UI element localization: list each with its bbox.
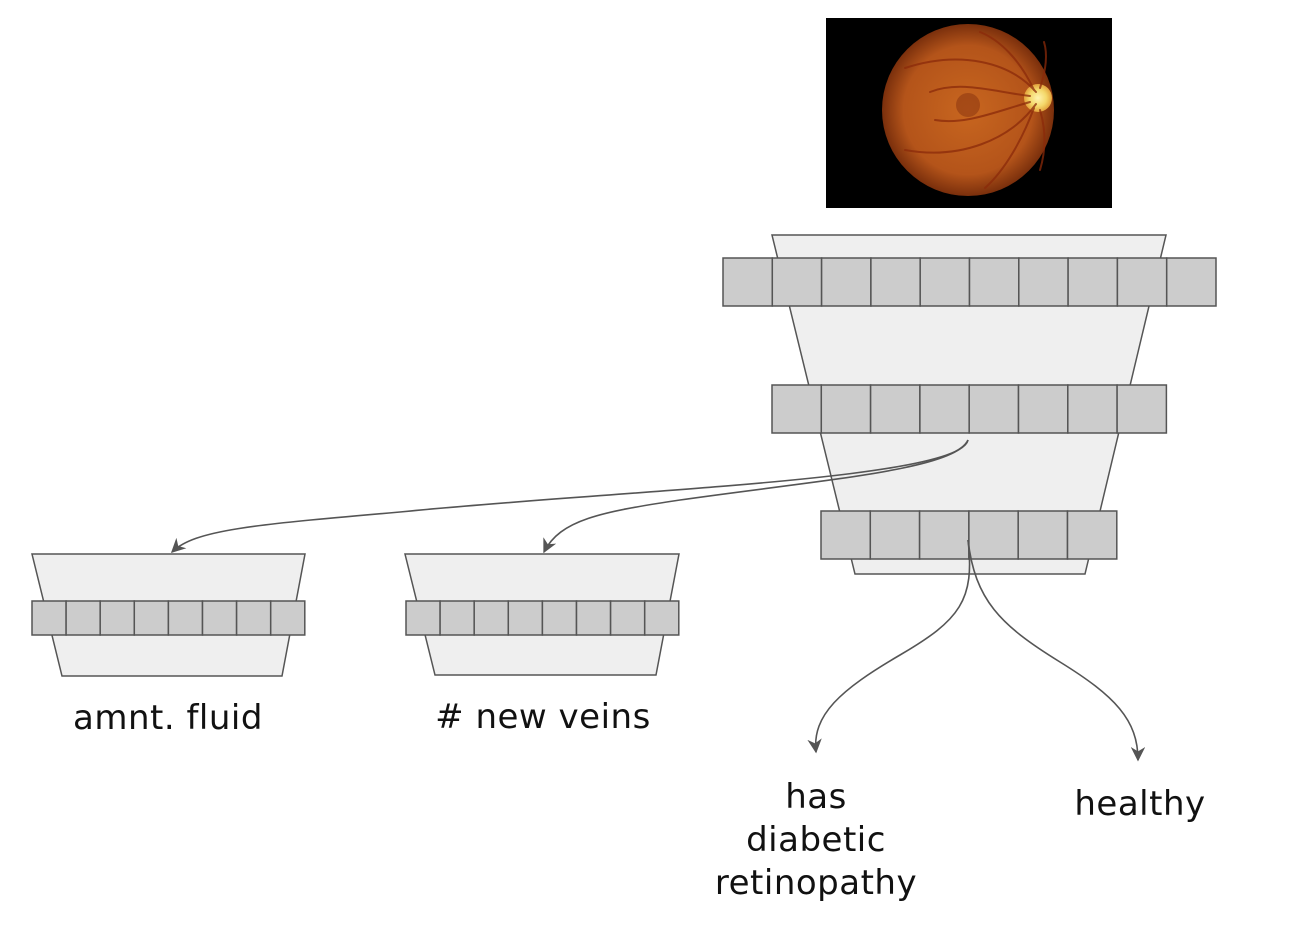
main-layer-3-cell-1 bbox=[820, 510, 872, 560]
main-layer-3 bbox=[820, 510, 1118, 560]
main-layer-1 bbox=[722, 257, 1217, 307]
label-healthy: healthy bbox=[1074, 784, 1206, 824]
main-layer-2-cell-1 bbox=[771, 384, 823, 434]
main-layer-1-cell-10 bbox=[1165, 257, 1217, 307]
main-layer-1-cell-9 bbox=[1116, 257, 1168, 307]
arrow-to-amnt-fluid bbox=[170, 439, 969, 553]
main-layer-3-cell-5 bbox=[1017, 510, 1069, 560]
head-amnt-fluid-cell-6 bbox=[201, 600, 238, 636]
label-has-diabetic-retinopathy: has diabetic retinopathy bbox=[680, 776, 952, 905]
label-line-diabetic: diabetic bbox=[746, 820, 886, 860]
main-layer-1-cell-4 bbox=[870, 257, 921, 307]
main-layer-1-cell-5 bbox=[919, 257, 971, 307]
main-layer-2-cell-3 bbox=[869, 384, 921, 434]
main-layer-1-cell-1 bbox=[722, 257, 774, 307]
main-layer-2-cell-7 bbox=[1067, 384, 1118, 434]
label-amnt-fluid: amnt. fluid bbox=[73, 698, 263, 738]
head-new-veins-cell-5 bbox=[541, 600, 578, 636]
main-layer-2-cell-4 bbox=[919, 384, 970, 434]
label-line-retinopathy: retinopathy bbox=[714, 863, 918, 903]
head-amnt-fluid-cell-3 bbox=[99, 600, 136, 636]
main-layer-2-cell-6 bbox=[1017, 384, 1069, 434]
main-layer-2-cell-5 bbox=[968, 384, 1020, 434]
main-layer-3-cell-4 bbox=[968, 510, 1019, 560]
retina-fundus-image bbox=[826, 18, 1112, 208]
main-layer-3-cell-3 bbox=[918, 510, 970, 560]
label-line-has: has bbox=[785, 777, 847, 817]
head-new-veins-cell-1 bbox=[405, 600, 441, 636]
arrow-to-new-veins bbox=[543, 439, 969, 554]
head-new-veins-cell-6 bbox=[575, 600, 612, 636]
main-layer-3-cell-2 bbox=[869, 510, 921, 560]
head-new-veins-cell-4 bbox=[507, 600, 544, 636]
head-new-veins-layer bbox=[405, 600, 680, 636]
head-amnt-fluid-cell-2 bbox=[65, 600, 101, 636]
arrow-to-diabetic-retinopathy bbox=[807, 539, 971, 754]
main-layer-2-cell-2 bbox=[820, 384, 872, 434]
head-amnt-fluid-cell-4 bbox=[133, 600, 170, 636]
main-layer-1-cell-2 bbox=[771, 257, 823, 307]
main-layer-1-cell-8 bbox=[1067, 257, 1119, 307]
head-amnt-fluid-cell-5 bbox=[167, 600, 204, 636]
head-new-veins-cell-7 bbox=[609, 600, 646, 636]
main-layer-1-cell-3 bbox=[820, 257, 872, 307]
head-new-veins-cell-2 bbox=[439, 600, 475, 636]
head-new-veins-cell-3 bbox=[473, 600, 510, 636]
head-amnt-fluid-cell-1 bbox=[31, 600, 67, 636]
arrow-to-healthy bbox=[967, 539, 1146, 762]
head-amnt-fluid-cell-8 bbox=[269, 600, 306, 636]
main-layer-1-cell-6 bbox=[968, 257, 1020, 307]
label-new-veins: # new veins bbox=[435, 697, 651, 737]
main-layer-3-cell-6 bbox=[1066, 510, 1118, 560]
main-layer-1-cell-7 bbox=[1018, 257, 1069, 307]
head-amnt-fluid-cell-7 bbox=[235, 600, 272, 636]
head-new-veins-cell-8 bbox=[643, 600, 680, 636]
head-amnt-fluid-layer bbox=[31, 600, 306, 636]
main-layer-2-cell-8 bbox=[1116, 384, 1168, 434]
main-layer-2 bbox=[771, 384, 1168, 434]
